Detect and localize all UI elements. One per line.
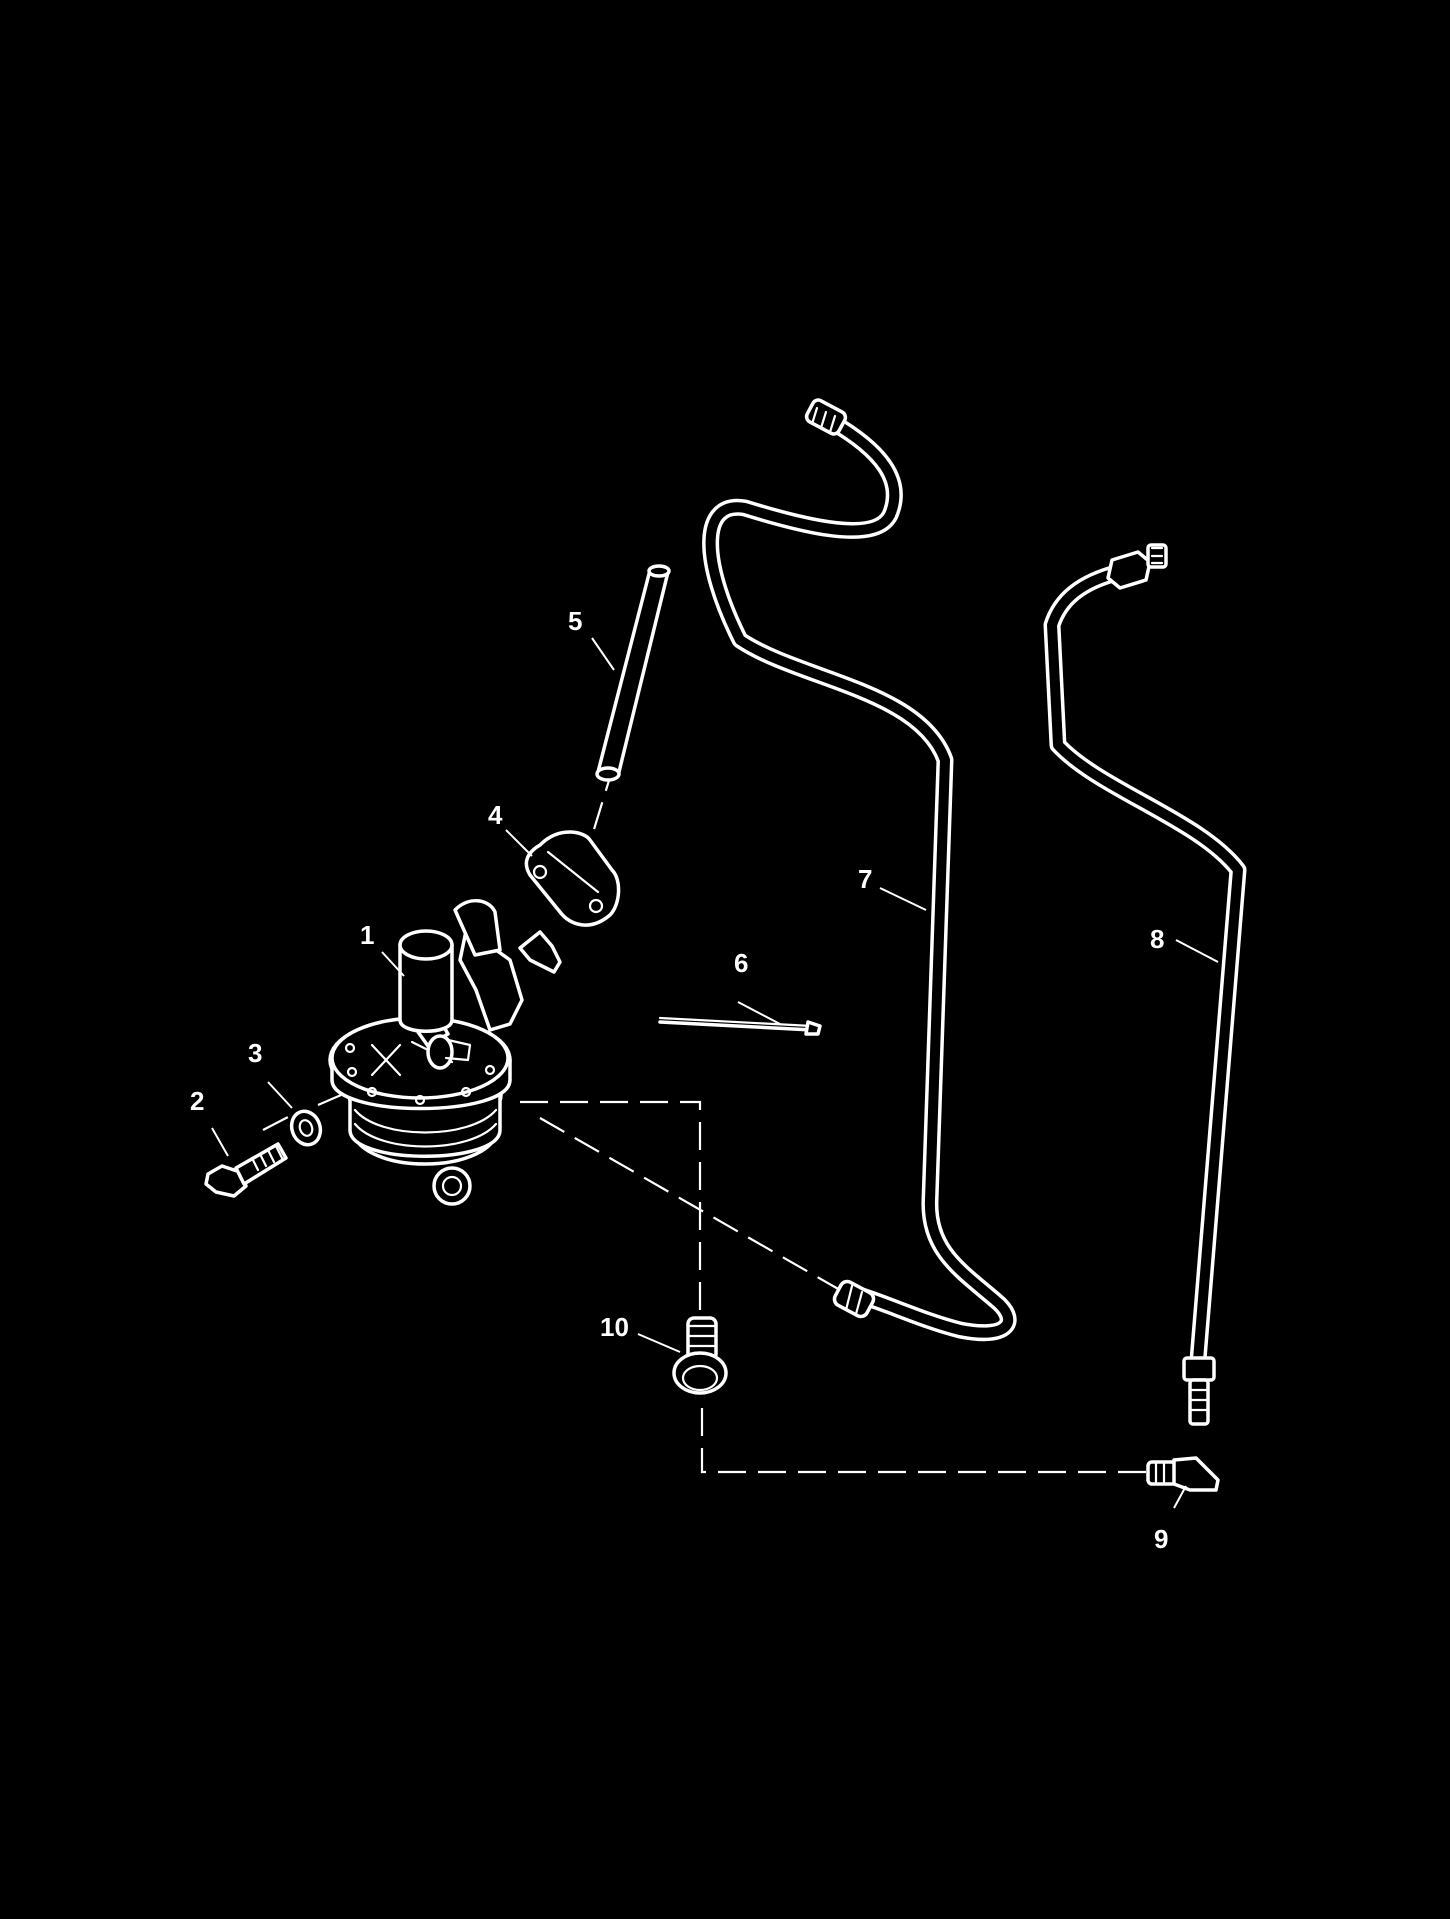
callout-9: 9 bbox=[1154, 1524, 1168, 1554]
callout-labels: 1 2 3 4 5 6 7 8 9 10 bbox=[190, 606, 1168, 1554]
part-4-gasket bbox=[524, 830, 621, 927]
part-10-fitting bbox=[672, 1316, 728, 1395]
part-7-top-fitting bbox=[804, 398, 848, 436]
callout-7: 7 bbox=[858, 864, 872, 894]
callout-5: 5 bbox=[568, 606, 582, 636]
callout-leaders bbox=[211, 637, 1219, 1509]
part-9-elbow bbox=[1146, 1456, 1220, 1492]
part-2-bolt bbox=[204, 1142, 288, 1198]
callout-4: 4 bbox=[488, 800, 503, 830]
part-5-tube bbox=[595, 564, 671, 782]
callout-8: 8 bbox=[1150, 924, 1164, 954]
callout-1: 1 bbox=[360, 920, 374, 950]
callout-6: 6 bbox=[734, 948, 748, 978]
part-3-washer bbox=[289, 1109, 323, 1147]
callout-2: 2 bbox=[190, 1086, 204, 1116]
part-8-fuel-line bbox=[1043, 543, 1247, 1426]
callout-10: 10 bbox=[600, 1312, 629, 1342]
part-8-top-fitting bbox=[1106, 543, 1168, 590]
part-6-pin bbox=[658, 1016, 822, 1036]
part-1-fuel-pump bbox=[328, 899, 562, 1206]
part-8-bottom-fitting bbox=[1182, 1356, 1216, 1426]
callout-3: 3 bbox=[248, 1038, 262, 1068]
part-7-fuel-line bbox=[702, 398, 1017, 1342]
part-7-bottom-fitting bbox=[832, 1279, 876, 1319]
